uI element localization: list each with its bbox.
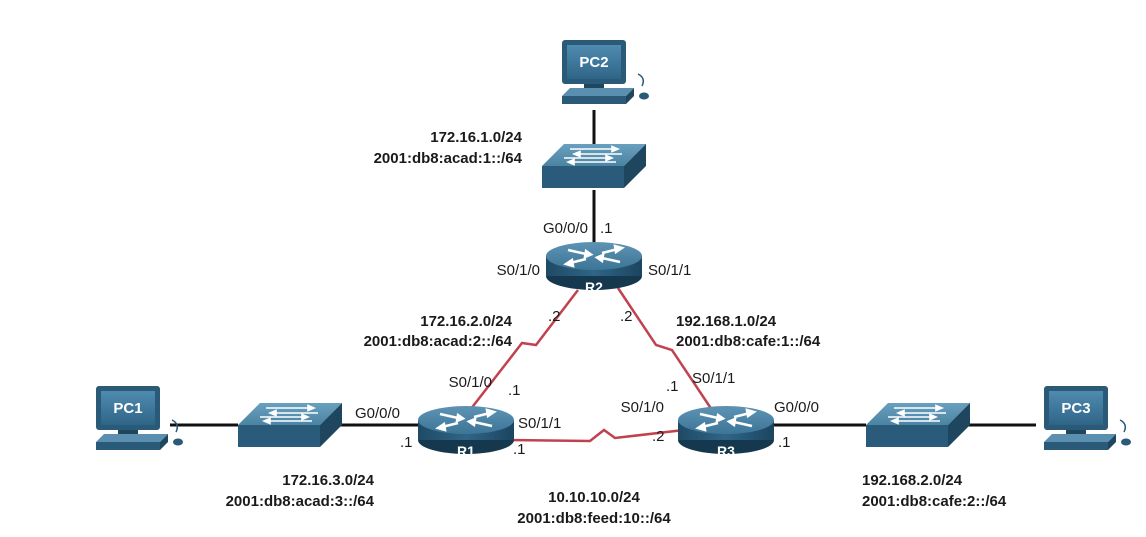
r1-s011-host: .1 xyxy=(513,441,526,458)
r2-g000-label: G0/0/0 xyxy=(543,220,588,237)
r3-label: R3 xyxy=(717,443,735,459)
pc3-label: PC3 xyxy=(1061,400,1090,417)
r1-label: R1 xyxy=(457,443,475,459)
r2-s011-label: S0/1/1 xyxy=(648,262,691,279)
router-r2[interactable]: R2 xyxy=(544,240,644,295)
r3-g000-label: G0/0/0 xyxy=(774,399,819,416)
pc2-lan-ipv4: 172.16.1.0/24 xyxy=(430,129,522,146)
r1-s010-host: .1 xyxy=(508,382,521,399)
r2-g000-host: .1 xyxy=(600,220,613,237)
r3-s011-host: .1 xyxy=(666,378,679,395)
r2-s010-host: .2 xyxy=(548,308,561,325)
pc1-lan-ipv4: 172.16.3.0/24 xyxy=(282,472,374,489)
r1-r3-net-ipv4: 10.10.10.0/24 xyxy=(548,489,640,506)
router-r1[interactable]: R1 xyxy=(416,404,516,459)
r1-s010-label: S0/1/0 xyxy=(449,374,492,391)
r2-r3-net-ipv4: 192.168.1.0/24 xyxy=(676,313,777,330)
switch-pc3-lan[interactable] xyxy=(865,402,971,448)
pc2-label: PC2 xyxy=(579,54,608,71)
r1-g000-host: .1 xyxy=(400,434,413,451)
r1-r2-net-ipv4: 172.16.2.0/24 xyxy=(420,313,512,330)
pc3-device[interactable]: PC3 xyxy=(1043,385,1132,451)
r2-s011-host: .2 xyxy=(620,308,633,325)
serial-link-r1-r2 xyxy=(469,289,579,411)
r1-r3-net-ipv6: 2001:db8:feed:10::/64 xyxy=(517,510,671,527)
r2-r3-net-ipv6: 2001:db8:cafe:1::/64 xyxy=(676,333,821,350)
serial-link-r2-r3 xyxy=(616,287,714,411)
pc2-lan-ipv6: 2001:db8:acad:1::/64 xyxy=(374,150,523,167)
r3-s010-host: .2 xyxy=(652,428,665,445)
r3-s010-label: S0/1/0 xyxy=(621,399,664,416)
pc1-lan-ipv6: 2001:db8:acad:3::/64 xyxy=(226,493,375,510)
r3-s011-label: S0/1/1 xyxy=(692,370,735,387)
switch-pc2-lan[interactable] xyxy=(541,143,647,189)
r3-g000-host: .1 xyxy=(778,434,791,451)
pc3-lan-ipv4: 192.168.2.0/24 xyxy=(862,472,963,489)
r2-s010-label: S0/1/0 xyxy=(497,262,540,279)
pc2-device[interactable]: PC2 xyxy=(561,39,650,105)
r1-g000-label: G0/0/0 xyxy=(355,405,400,422)
router-r3[interactable]: R3 xyxy=(676,404,776,459)
serial-link-r1-r3 xyxy=(505,428,685,443)
switch-pc1-lan[interactable] xyxy=(237,402,343,448)
r1-s011-label: S0/1/1 xyxy=(518,415,561,432)
pc3-lan-ipv6: 2001:db8:cafe:2::/64 xyxy=(862,493,1007,510)
r1-r2-net-ipv6: 2001:db8:acad:2::/64 xyxy=(364,333,513,350)
r2-label: R2 xyxy=(585,279,603,295)
pc1-device[interactable]: PC1 xyxy=(95,385,184,451)
pc1-label: PC1 xyxy=(113,400,142,417)
